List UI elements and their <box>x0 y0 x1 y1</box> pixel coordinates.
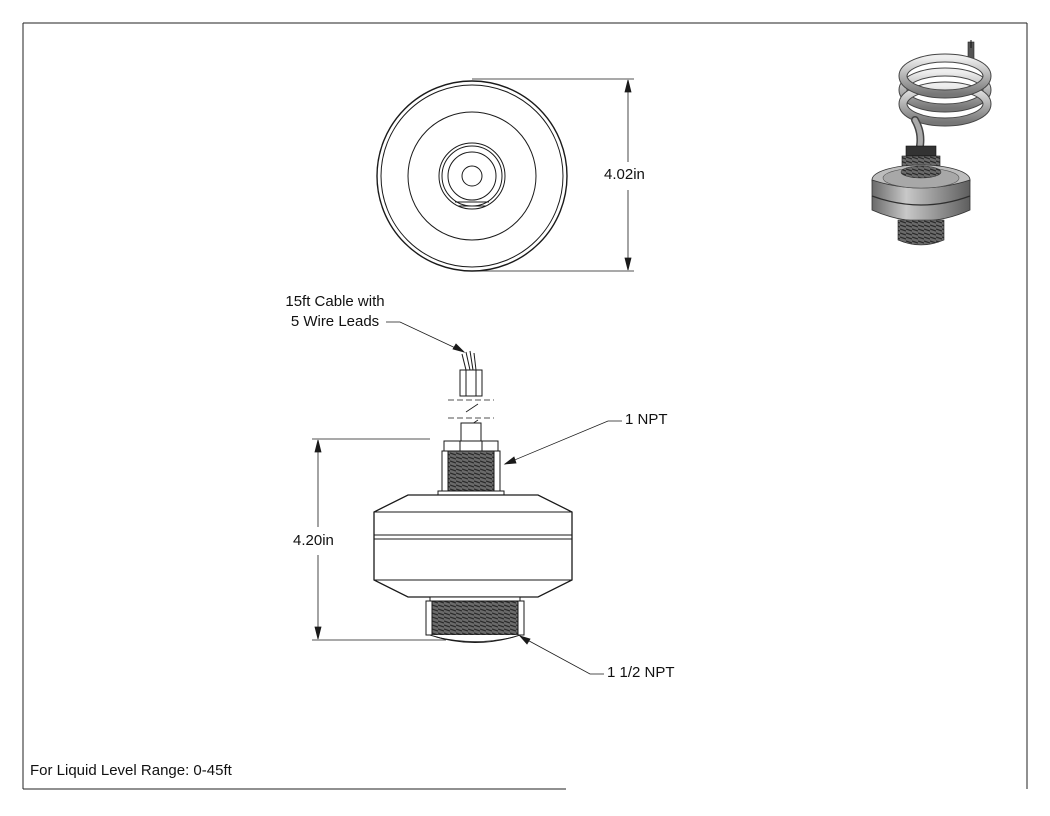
sheet-border <box>22 22 1028 790</box>
top-fitting-cap <box>443 440 499 452</box>
footer-note: For Liquid Level Range: 0-45ft <box>30 762 232 779</box>
cable-callout-line1: 15ft Cable with <box>285 293 385 310</box>
top-npt-thread <box>441 450 501 492</box>
side-view-dimension <box>312 438 446 641</box>
top-view-thread-ring <box>438 142 506 210</box>
top-view-dimension <box>472 78 634 272</box>
callout-leaders <box>386 321 622 675</box>
isometric-render <box>871 40 992 246</box>
side-view-dimension-label: 4.20in <box>293 532 334 549</box>
top-view-cable-port <box>461 165 483 187</box>
top-view-outer-rim <box>376 80 568 272</box>
top-thread-callout: 1 NPT <box>625 411 668 428</box>
cable-coil <box>898 53 992 150</box>
top-view-dimension-label: 4.02in <box>604 166 645 183</box>
cable-break <box>448 399 494 419</box>
top-view-body-face <box>407 111 537 241</box>
bottom-thread-callout: 1 1/2 NPT <box>607 664 675 681</box>
cable-wire-leads <box>461 350 477 371</box>
sensor-body <box>373 494 573 598</box>
top-view <box>376 78 634 272</box>
bottom-npt-thread <box>425 600 525 636</box>
cable-jacket-end <box>459 369 483 397</box>
side-view <box>312 321 622 675</box>
cable-callout-line2: 5 Wire Leads <box>290 313 380 330</box>
render-bottom-thread <box>897 219 945 246</box>
